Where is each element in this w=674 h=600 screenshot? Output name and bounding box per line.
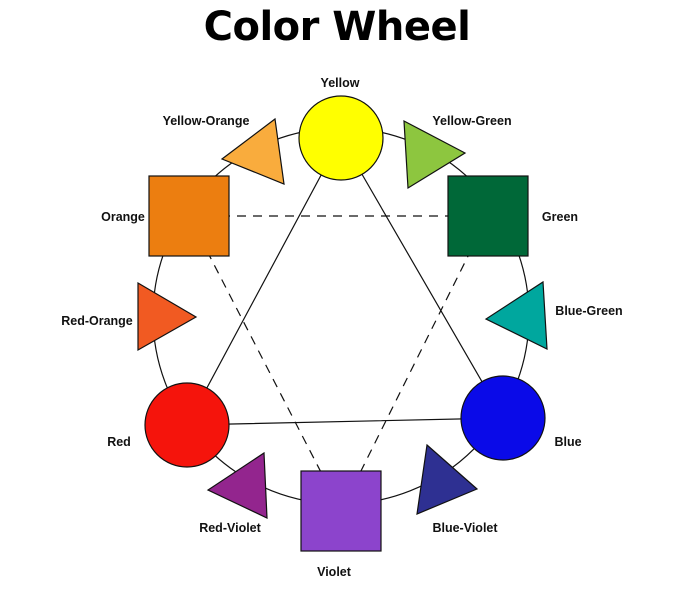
label-blue-violet: Blue-Violet — [432, 521, 498, 535]
label-red: Red — [107, 435, 131, 449]
red-orange-swatch — [137, 281, 198, 352]
label-blue-green: Blue-Green — [555, 304, 622, 318]
red-violet-swatch — [206, 451, 268, 519]
label-yellow-green: Yellow-Green — [432, 114, 511, 128]
label-yellow-orange: Yellow-Orange — [163, 114, 250, 128]
label-red-violet: Red-Violet — [199, 521, 261, 535]
label-red-orange: Red-Orange — [61, 314, 133, 328]
red-swatch — [144, 382, 230, 468]
blue-green-swatch — [484, 280, 548, 350]
yellow-swatch — [298, 95, 384, 181]
secondary-triangle — [188, 215, 489, 513]
label-green: Green — [542, 210, 578, 224]
diagram-title: Color Wheel — [203, 4, 471, 50]
label-orange: Orange — [101, 210, 145, 224]
green-swatch — [447, 175, 529, 257]
label-violet: Violet — [317, 565, 352, 579]
orange-swatch — [148, 175, 230, 257]
violet-swatch — [300, 470, 382, 552]
blue-violet-swatch — [416, 443, 479, 515]
primary-triangle — [185, 136, 505, 426]
yellow-orange-swatch — [220, 117, 285, 185]
label-blue: Blue — [554, 435, 581, 449]
blue-swatch — [460, 375, 546, 461]
label-yellow: Yellow — [321, 76, 360, 90]
yellow-green-swatch — [403, 119, 467, 190]
